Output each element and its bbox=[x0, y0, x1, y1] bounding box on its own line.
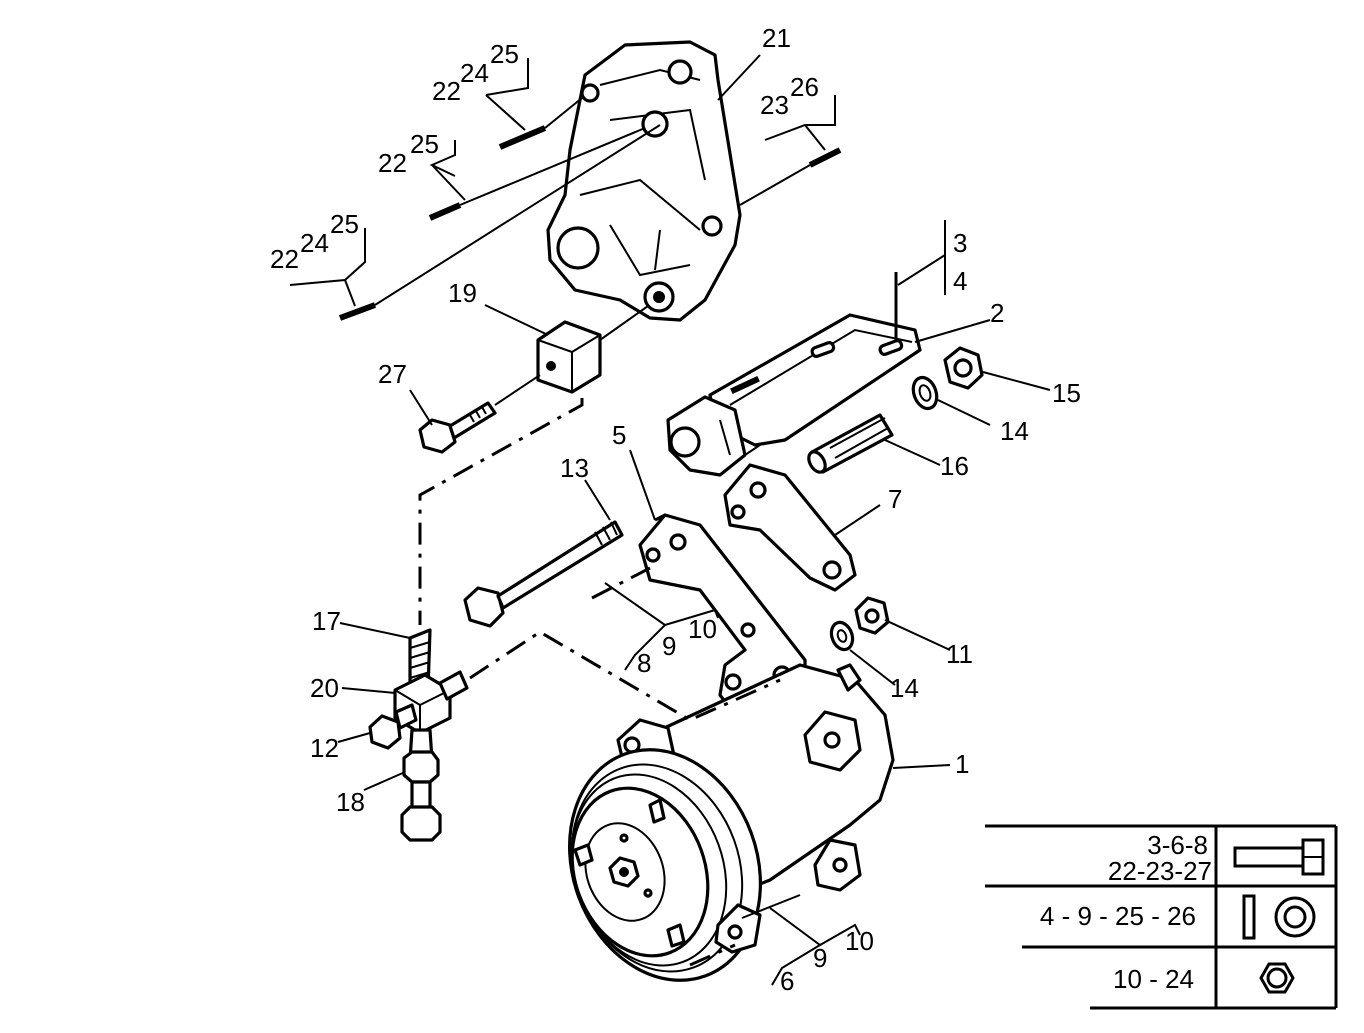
callout-2: 2 bbox=[990, 298, 1004, 328]
assembly-lines bbox=[418, 398, 781, 722]
callout-23: 23 bbox=[760, 90, 789, 120]
callout-22: 22 bbox=[432, 76, 461, 106]
callout-10: 10 bbox=[688, 614, 717, 644]
bolt-icon bbox=[1233, 838, 1325, 876]
spacer-block-19 bbox=[536, 305, 649, 394]
link-bracket-7 bbox=[723, 463, 857, 592]
legend-row3: 10 - 24 bbox=[1113, 964, 1194, 994]
callout-12: 12 bbox=[310, 733, 339, 763]
washer-icon bbox=[1242, 894, 1316, 940]
bolt-27 bbox=[418, 374, 541, 454]
leader-lines bbox=[289, 54, 1051, 986]
callout-27: 27 bbox=[378, 359, 407, 389]
callout-8: 8 bbox=[637, 648, 651, 678]
callout-5: 5 bbox=[612, 420, 626, 450]
bolt-13 bbox=[463, 520, 624, 628]
nut-15 bbox=[943, 346, 984, 390]
washer-14-upper bbox=[911, 375, 939, 411]
callout-labels: 1 2 3 4 5 6 7 8 9 9 10 10 11 12 13 14 14… bbox=[270, 23, 1081, 996]
washer-14-lower bbox=[829, 620, 855, 652]
callout-25: 25 bbox=[410, 129, 439, 159]
legend-row2: 4 - 9 - 25 - 26 bbox=[1040, 901, 1196, 931]
callout-15: 15 bbox=[1052, 378, 1081, 408]
callout-11: 11 bbox=[946, 639, 973, 669]
bracket-2 bbox=[666, 272, 922, 477]
callout-17: 17 bbox=[312, 606, 341, 636]
callout-24: 24 bbox=[460, 58, 489, 88]
callout-25: 25 bbox=[330, 209, 359, 239]
compressor-1 bbox=[567, 663, 895, 982]
studs-22-26 bbox=[338, 97, 842, 321]
callout-14: 14 bbox=[1000, 416, 1029, 446]
mounting-bracket-21 bbox=[546, 40, 742, 322]
callout-6: 6 bbox=[780, 966, 794, 996]
fastener-legend: 3-6-8 22-23-27 4 - 9 - 25 - 26 10 - 24 bbox=[985, 824, 1338, 1010]
spacer-tube-16 bbox=[807, 413, 894, 474]
callout-26: 26 bbox=[790, 72, 819, 102]
callout-7: 7 bbox=[888, 484, 902, 514]
callout-21: 21 bbox=[762, 23, 791, 53]
callout-22: 22 bbox=[378, 148, 407, 178]
legend-row1-line2: 22-23-27 bbox=[1108, 856, 1212, 886]
callout-13: 13 bbox=[560, 453, 589, 483]
callout-18: 18 bbox=[336, 787, 365, 817]
callout-3: 3 bbox=[953, 228, 967, 258]
callout-16: 16 bbox=[940, 451, 969, 481]
callout-19: 19 bbox=[448, 278, 477, 308]
legend-row1-line1: 3-6-8 bbox=[1147, 830, 1208, 860]
callout-9: 9 bbox=[662, 631, 676, 661]
callout-9: 9 bbox=[813, 943, 827, 973]
callout-1: 1 bbox=[955, 749, 969, 779]
nut-icon bbox=[1259, 962, 1295, 994]
nut-11 bbox=[854, 596, 890, 635]
callout-24: 24 bbox=[300, 228, 329, 258]
callout-22: 22 bbox=[270, 244, 299, 274]
callout-4: 4 bbox=[953, 266, 967, 296]
tensioner-assembly-17-20-12-18 bbox=[368, 628, 469, 842]
callout-20: 20 bbox=[310, 673, 339, 703]
callout-25: 25 bbox=[490, 39, 519, 69]
callout-10: 10 bbox=[845, 926, 874, 956]
callout-14: 14 bbox=[890, 673, 919, 703]
